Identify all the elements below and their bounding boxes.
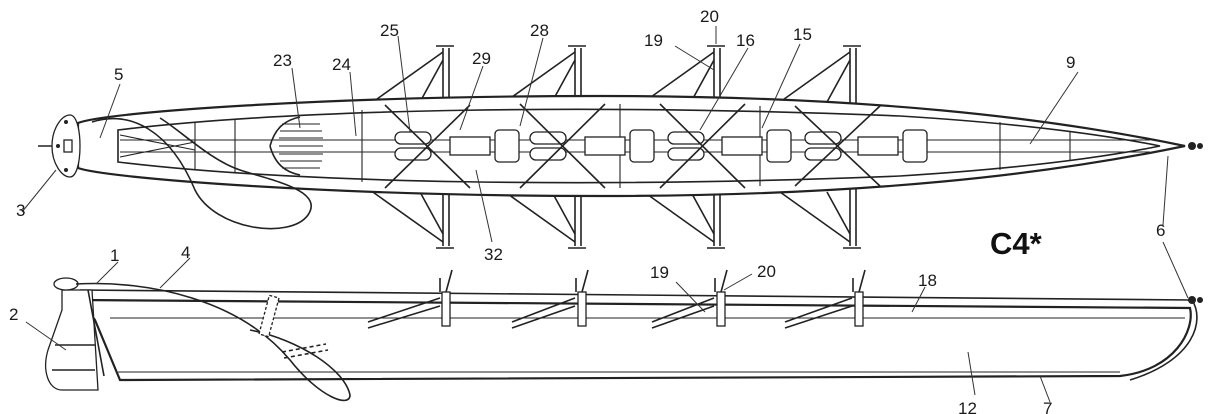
cockpit-top [117, 108, 1161, 184]
station-3 [659, 103, 792, 189]
label-1: 1 [110, 246, 119, 265]
station-2 [519, 103, 655, 189]
label-23: 23 [273, 51, 292, 70]
steering-rope-side [75, 282, 351, 402]
label-18: 18 [918, 271, 937, 290]
label-29: 29 [472, 49, 491, 68]
rowing-stations-top [384, 103, 928, 189]
top-view [38, 45, 1203, 249]
label-20-top: 20 [700, 7, 719, 26]
label-12: 12 [958, 399, 977, 414]
station-1 [384, 104, 520, 189]
label-19-side: 19 [650, 263, 669, 282]
label-20-side: 20 [757, 262, 776, 281]
stern-fitting-top [38, 114, 81, 178]
label-28: 28 [530, 21, 549, 40]
part-labels: 5 3 1 4 2 6 7 12 9 18 15 16 19 20 19 20 … [9, 7, 1165, 414]
label-16: 16 [736, 31, 755, 50]
label-24: 24 [332, 55, 351, 74]
riggers-side [367, 269, 866, 329]
label-6: 6 [1156, 221, 1165, 240]
steering-rope-top [91, 117, 312, 230]
label-9: 9 [1066, 53, 1075, 72]
label-5: 5 [114, 65, 123, 84]
label-25: 25 [380, 21, 399, 40]
boat-class-title: C4* [990, 226, 1043, 261]
label-3: 3 [16, 201, 25, 220]
label-32: 32 [484, 245, 503, 264]
hull-side [77, 298, 1192, 382]
label-2: 2 [9, 305, 18, 324]
rudder-side [45, 277, 105, 391]
leader-lines [21, 26, 1189, 403]
label-7: 7 [1043, 399, 1052, 414]
station-4 [794, 105, 928, 187]
label-19-top: 19 [644, 31, 663, 50]
label-15: 15 [793, 25, 812, 44]
side-view [45, 269, 1203, 402]
label-4-side: 4 [181, 243, 190, 262]
cox-seat-top [269, 116, 323, 176]
